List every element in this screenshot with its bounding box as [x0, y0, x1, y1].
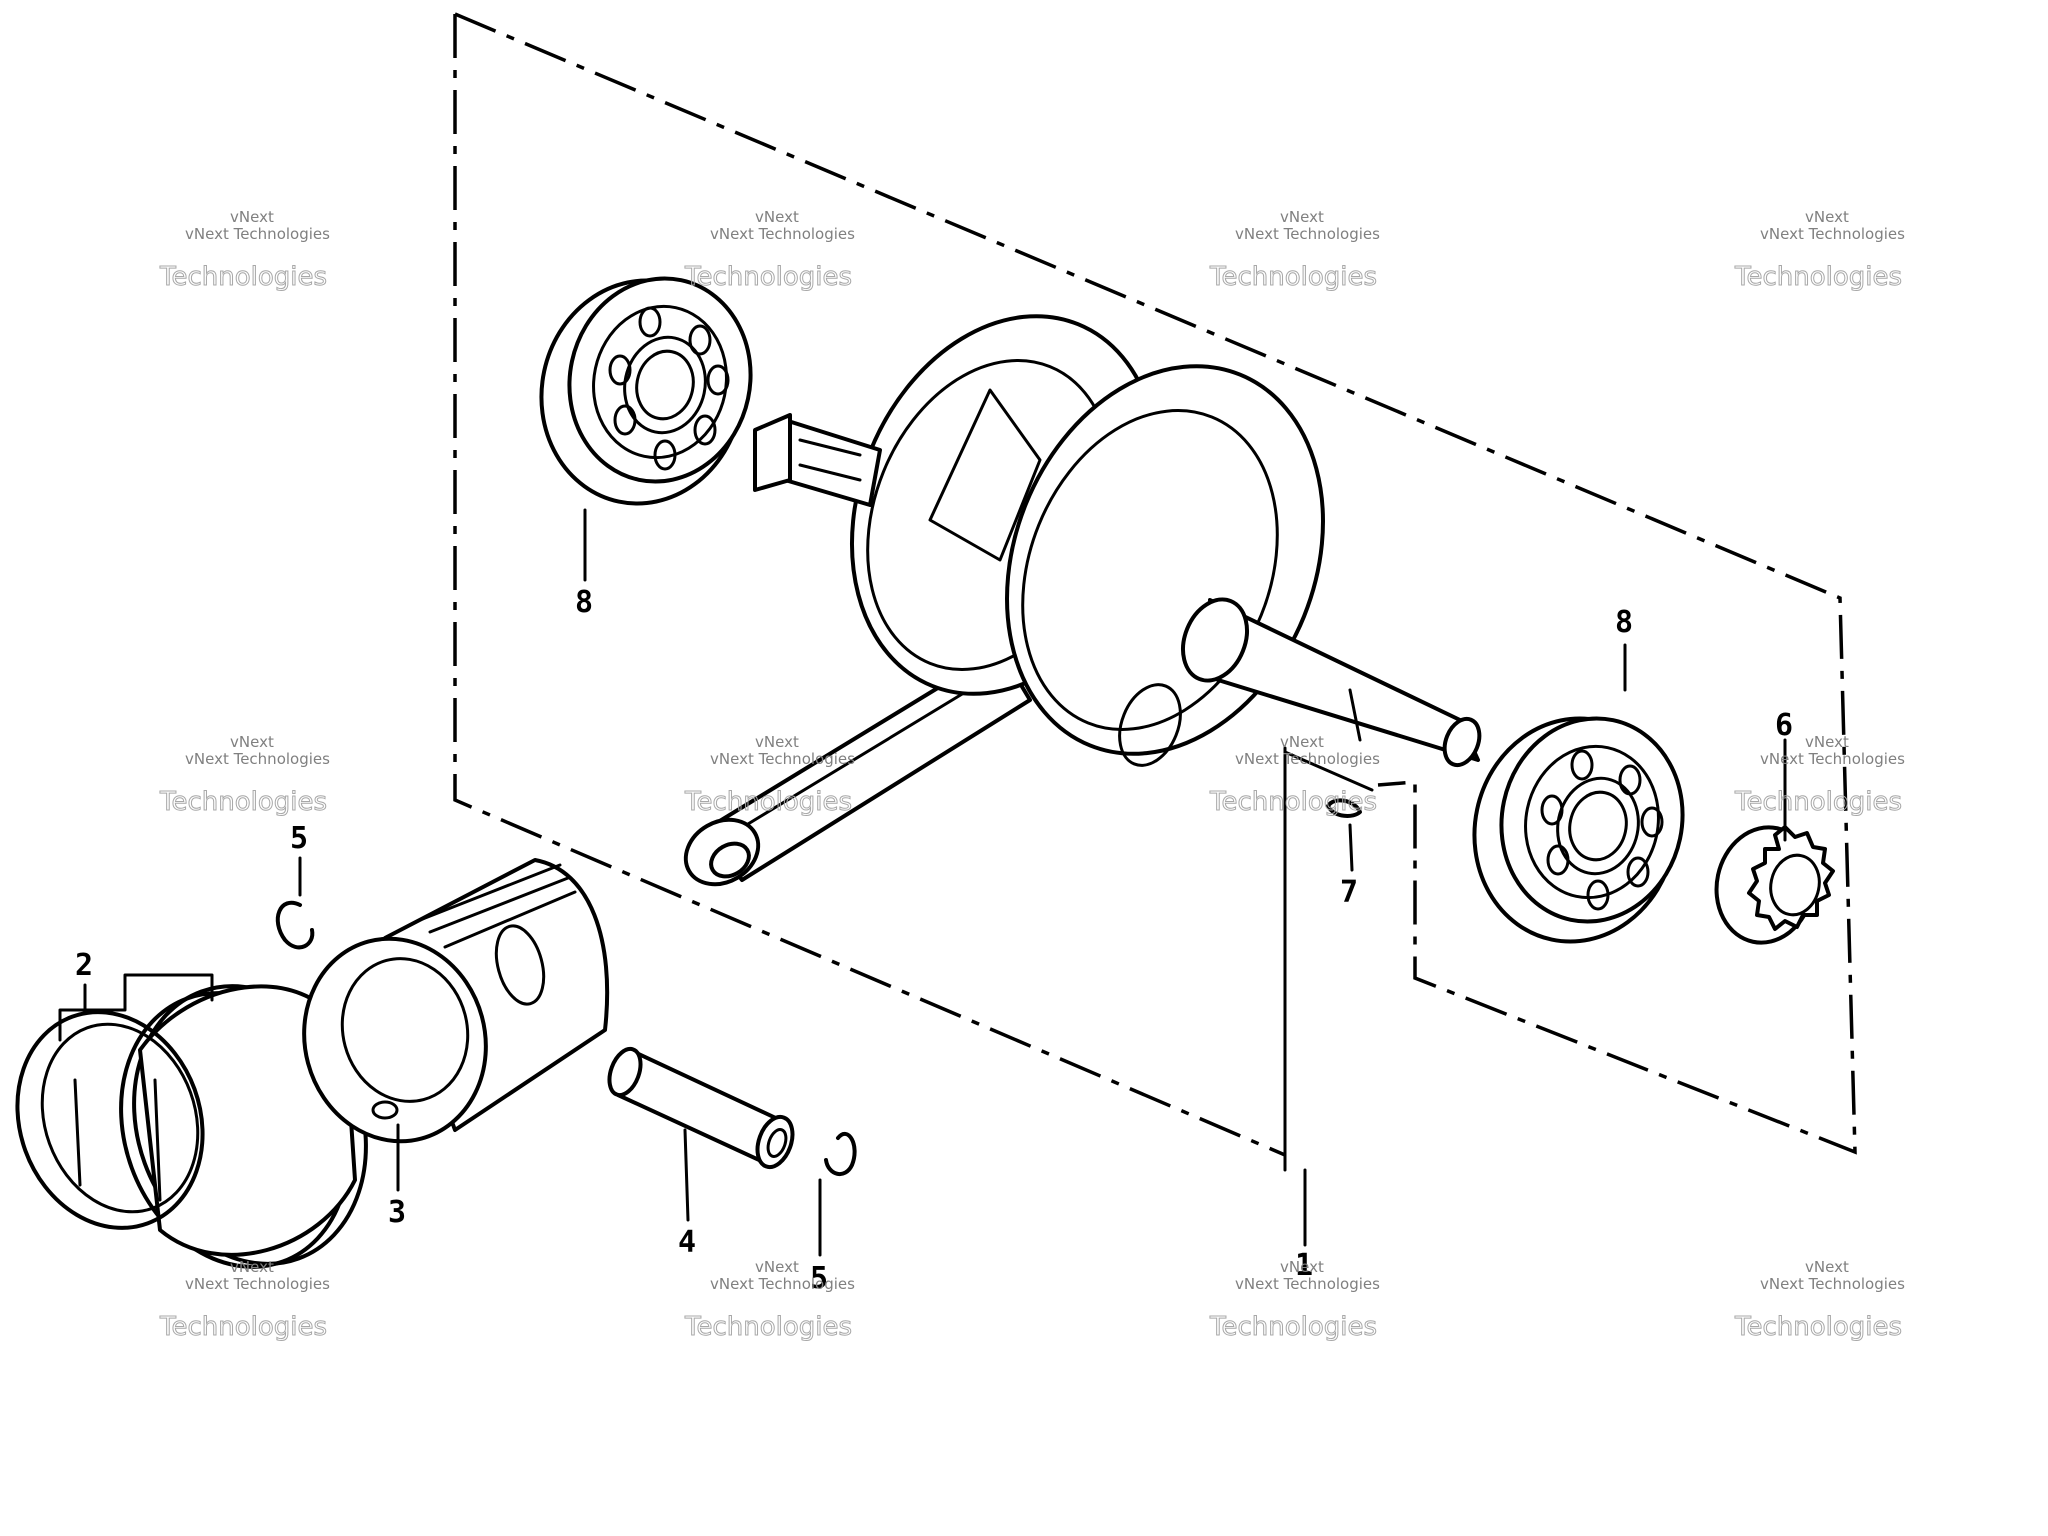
bearing-left	[539, 276, 753, 506]
callout-8-right: 8	[1615, 605, 1633, 640]
svg-text:Technologies: Technologies	[159, 787, 327, 817]
svg-text:vNext Technologies: vNext Technologies	[185, 1275, 330, 1293]
svg-text:vNext Technologies: vNext Technologies	[710, 1275, 855, 1293]
svg-text:vNext: vNext	[230, 733, 274, 751]
bearing-right	[1472, 716, 1685, 944]
svg-text:vNext: vNext	[755, 733, 799, 751]
svg-text:vNext: vNext	[1805, 1258, 1849, 1276]
svg-text:vNext: vNext	[230, 1258, 274, 1276]
svg-text:Technologies: Technologies	[684, 787, 852, 817]
watermark: vNext vNext Technologies Technologies	[684, 1258, 856, 1343]
watermarks: vNext vNext Technologies Technologies vN…	[159, 208, 1906, 1343]
svg-text:vNext: vNext	[1280, 733, 1324, 751]
watermark: vNext vNext Technologies Technologies	[159, 208, 331, 293]
svg-text:Technologies: Technologies	[159, 1312, 327, 1342]
callout-6: 6	[1775, 708, 1793, 743]
key	[1326, 798, 1362, 818]
callout-labels: 8 8 6 7 5 2 3 4 5 1	[75, 585, 1793, 1296]
svg-text:Technologies: Technologies	[684, 262, 852, 292]
watermark: vNext vNext Technologies Technologies	[159, 1258, 331, 1343]
svg-text:Technologies: Technologies	[1734, 1312, 1902, 1342]
piston	[302, 858, 610, 1144]
watermark: vNext vNext Technologies Technologies	[1734, 1258, 1906, 1343]
clip-right	[824, 1131, 857, 1176]
svg-text:vNext Technologies: vNext Technologies	[185, 750, 330, 768]
svg-text:vNext: vNext	[1805, 733, 1849, 751]
svg-text:vNext: vNext	[755, 1258, 799, 1276]
watermark: vNext vNext Technologies Technologies	[684, 733, 856, 818]
svg-text:vNext: vNext	[1280, 1258, 1324, 1276]
crankshaft-assembly	[683, 314, 1482, 887]
watermark: vNext vNext Technologies Technologies	[684, 208, 856, 293]
callout-4: 4	[678, 1225, 696, 1260]
svg-text:vNext: vNext	[1280, 208, 1324, 226]
svg-text:vNext Technologies: vNext Technologies	[1760, 750, 1905, 768]
svg-text:Technologies: Technologies	[1209, 1312, 1377, 1342]
watermark: vNext vNext Technologies Technologies	[1734, 208, 1906, 293]
svg-text:vNext Technologies: vNext Technologies	[1760, 225, 1905, 243]
piston-pin	[607, 1046, 795, 1170]
watermark: vNext vNext Technologies Technologies	[1734, 733, 1906, 818]
svg-text:vNext Technologies: vNext Technologies	[1235, 750, 1380, 768]
svg-text:Technologies: Technologies	[1209, 262, 1377, 292]
callout-5-right: 5	[810, 1261, 828, 1296]
svg-text:vNext Technologies: vNext Technologies	[710, 225, 855, 243]
assembly-boundary	[453, 12, 1857, 1172]
leader-lines	[58, 508, 1787, 1257]
svg-text:vNext Technologies: vNext Technologies	[185, 225, 330, 243]
watermark: vNext vNext Technologies Technologies	[1209, 1258, 1381, 1343]
callout-2: 2	[75, 948, 93, 983]
svg-text:Technologies: Technologies	[1734, 262, 1902, 292]
svg-text:Technologies: Technologies	[684, 1312, 852, 1342]
callout-3: 3	[388, 1195, 406, 1230]
callout-5-left: 5	[290, 821, 308, 856]
svg-text:vNext Technologies: vNext Technologies	[710, 750, 855, 768]
svg-text:vNext: vNext	[1805, 208, 1849, 226]
watermark: vNext vNext Technologies Technologies	[1209, 733, 1381, 818]
svg-text:vNext: vNext	[230, 208, 274, 226]
callout-8-left: 8	[575, 585, 593, 620]
svg-text:vNext Technologies: vNext Technologies	[1760, 1275, 1905, 1293]
watermark: vNext vNext Technologies Technologies	[1209, 208, 1381, 293]
svg-text:vNext Technologies: vNext Technologies	[1235, 1275, 1380, 1293]
watermark: vNext vNext Technologies Technologies	[159, 733, 331, 818]
svg-text:Technologies: Technologies	[159, 262, 327, 292]
callout-1: 1	[1295, 1248, 1313, 1283]
callout-7: 7	[1340, 875, 1358, 910]
svg-text:vNext: vNext	[755, 208, 799, 226]
clip-left	[275, 900, 315, 950]
svg-text:Technologies: Technologies	[1734, 787, 1902, 817]
gear	[1714, 825, 1835, 945]
piston-rings	[15, 984, 368, 1269]
svg-text:Technologies: Technologies	[1209, 787, 1377, 817]
svg-text:vNext Technologies: vNext Technologies	[1235, 225, 1380, 243]
